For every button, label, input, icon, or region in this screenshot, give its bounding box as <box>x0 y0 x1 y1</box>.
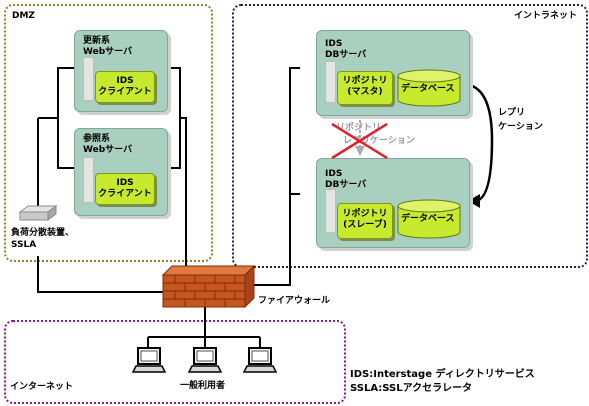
reference-web-server: 参照系 Webサーバ IDS クライアント <box>74 128 168 216</box>
dmz-zone <box>4 4 213 262</box>
legend-ids: IDS:Interstage ディレクトリサービス <box>350 369 535 380</box>
intranet-zone <box>232 4 588 268</box>
update-client-label-1: IDS <box>116 76 134 86</box>
slave-repo-label-1: リポジトリ <box>342 209 388 219</box>
update-client-label-2: クライアント <box>98 87 152 97</box>
replication-arrow-icon <box>461 82 494 208</box>
update-ids-client: IDS クライアント <box>95 71 155 103</box>
ref-client-label-1: IDS <box>116 178 134 188</box>
master-repo-label-1: リポジトリ <box>342 76 388 86</box>
server-tower-icon <box>325 61 336 103</box>
users-label: 一般利用者 <box>180 381 226 391</box>
replication-label-2: ケーション <box>498 122 543 132</box>
intranet-label: イントラネット <box>514 11 578 21</box>
ref-client-label-2: クライアント <box>98 189 152 199</box>
ref-server-label-1: 参照系 <box>83 134 111 144</box>
internet-zone <box>4 320 346 404</box>
pc-icon <box>187 347 223 373</box>
slave-repository: リポジトリ (スレーブ) <box>337 203 393 239</box>
internet-label: インターネット <box>10 382 74 392</box>
update-web-server: 更新系 Webサーバ IDS クライアント <box>74 30 168 112</box>
server-tower-icon <box>325 189 336 233</box>
pc-icon <box>131 347 167 373</box>
slave-db-label: データベース <box>401 214 455 224</box>
lb-label-2: SSLA <box>11 240 37 250</box>
ref-ids-client: IDS クライアント <box>95 173 155 205</box>
repo-replication-label-1: リポジトリ <box>336 123 382 133</box>
slave-repo-label-2: (スレーブ) <box>343 220 387 230</box>
dmz-label: DMZ <box>12 11 35 21</box>
slave-server-label-1: IDS <box>325 169 343 179</box>
master-repo-label-2: (マスタ) <box>347 87 383 97</box>
server-tower-icon <box>83 157 94 203</box>
update-server-label-1: 更新系 <box>83 36 111 46</box>
legend-ssla: SSLA:SSLアクセラレータ <box>350 383 473 394</box>
replication-label-1: レプリ <box>498 108 526 118</box>
update-server-label-2: Webサーバ <box>83 47 133 57</box>
firewall-label: ファイアウォール <box>258 296 331 306</box>
master-server-label-2: DBサーバ <box>325 50 367 60</box>
lb-label-1: 負荷分散装置、 <box>11 228 75 238</box>
master-db-label: データベース <box>401 84 455 94</box>
master-repository: リポジトリ (マスタ) <box>337 71 393 105</box>
slave-server-label-2: DBサーバ <box>325 180 367 190</box>
repo-replication-label-2: レプリケーション <box>343 136 415 146</box>
server-tower-icon <box>83 57 94 101</box>
ref-server-label-2: Webサーバ <box>83 145 133 155</box>
pc-icon <box>242 347 278 373</box>
master-server-label-1: IDS <box>325 39 343 49</box>
